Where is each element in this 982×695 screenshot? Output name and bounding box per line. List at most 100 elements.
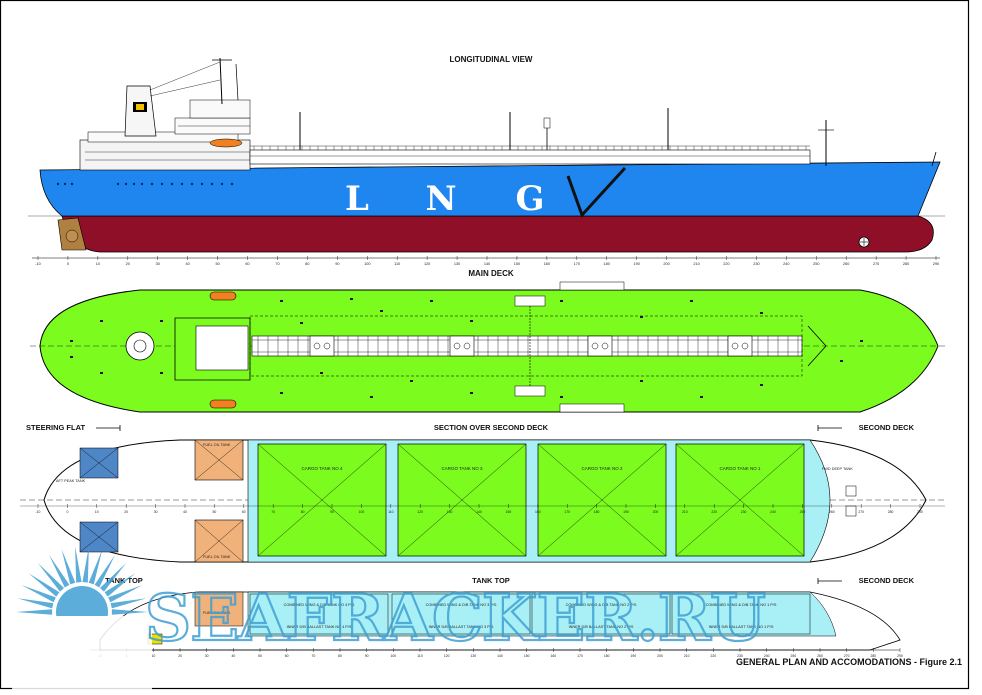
frame-number: 110	[417, 654, 423, 658]
frame-number: 160	[544, 262, 550, 266]
hull-letter-n: N	[425, 179, 456, 219]
tank-top-plan: FUEL OIL TANK COMBINED WING & D/B TANK N…	[90, 591, 903, 658]
frame-number: 50	[215, 262, 219, 266]
frame-number: 60	[245, 262, 249, 266]
frame-number: 260	[817, 654, 823, 658]
lifeboat	[209, 138, 243, 148]
frame-number: 20	[124, 510, 128, 514]
frame-number: 290	[897, 654, 903, 658]
frame-number: 280	[903, 262, 909, 266]
watermark: SEAFRACKER.RU	[12, 546, 767, 695]
watermark-sun-icon	[12, 546, 152, 695]
frame-number: 120	[417, 510, 423, 514]
tank-top-cell-label: COMBINED WING & D/B TANK NO 2 P/S	[566, 603, 637, 607]
frame-number: 10	[151, 654, 155, 658]
frame-number: 150	[524, 654, 530, 658]
frame-number: 190	[623, 510, 629, 514]
frame-number: 90	[335, 262, 339, 266]
frame-number: 190	[633, 262, 639, 266]
manifold-starboard	[514, 385, 546, 397]
frame-number: 200	[663, 262, 669, 266]
frame-number: 50	[258, 654, 262, 658]
tank-dome	[309, 335, 335, 357]
frame-number: 260	[829, 510, 835, 514]
frame-number: 200	[653, 510, 659, 514]
frame-number: 40	[186, 262, 190, 266]
tank-top-label-center: TANK TOP	[472, 576, 510, 585]
steering-flat-label: STEERING FLAT	[26, 423, 85, 432]
frame-number: 100	[359, 510, 365, 514]
frame-number: -10	[35, 262, 41, 266]
frame-number: 290	[933, 262, 939, 266]
tank-top-cell	[391, 593, 531, 635]
frame-number: 280	[870, 654, 876, 658]
frame-number: 110	[394, 262, 400, 266]
frame-number: 0	[66, 510, 68, 514]
frame-number: 220	[710, 654, 716, 658]
main-deck-piperack	[251, 335, 803, 357]
frame-number: 210	[684, 654, 690, 658]
second-deck-label-2: SECOND DECK	[859, 576, 915, 585]
deckhouse	[195, 325, 249, 371]
frame-number: 220	[723, 262, 729, 266]
frame-number: 130	[470, 654, 476, 658]
propeller	[65, 229, 79, 243]
lifeboat-port	[209, 291, 237, 301]
frame-number: 230	[737, 654, 743, 658]
frame-number: 230	[741, 510, 747, 514]
frame-number: 20	[126, 262, 130, 266]
frame-number: 140	[484, 262, 490, 266]
frame-number: -10	[36, 510, 41, 514]
hull-bottom	[61, 215, 934, 253]
frame-number: 130	[454, 262, 460, 266]
main-deck-plan	[30, 281, 945, 413]
frame-number: 30	[156, 262, 160, 266]
main-mast	[219, 57, 223, 105]
frame-number: 190	[630, 654, 636, 658]
frame-number: 160	[550, 654, 556, 658]
hull-letter-l: L	[345, 179, 369, 219]
frame-number: 130	[447, 510, 453, 514]
frame-number: 230	[753, 262, 759, 266]
frame-number: 0	[67, 262, 69, 266]
lifeboat-starboard	[209, 399, 237, 409]
frame-number: 100	[364, 262, 370, 266]
manifold-crane	[566, 166, 627, 218]
frame-number: 150	[506, 510, 512, 514]
inner-ballast-label: INNER D/B BALLAST TANK NO 3 P/S	[429, 625, 494, 629]
frame-number: 210	[693, 262, 699, 266]
section-second-deck-title: SECTION OVER SECOND DECK	[434, 423, 549, 432]
frame-number: 240	[770, 510, 776, 514]
tank-top-cell	[671, 593, 811, 635]
frame-number: 270	[858, 510, 864, 514]
cargo-trunk	[249, 149, 811, 165]
inner-ballast-label: INNER D/B BALLAST TANK NO 1 P/S	[709, 625, 774, 629]
cargo-tank-label: CARGO TANK NO 3	[441, 466, 483, 471]
frame-number: 270	[844, 654, 850, 658]
frame-number: 140	[476, 510, 482, 514]
longitudinal-view-title: LONGITUDINAL VIEW	[450, 55, 533, 64]
tank-top-fuel	[194, 591, 244, 627]
frame-number: 220	[711, 510, 717, 514]
cargo-tank-label: CARGO TANK NO 2	[581, 466, 623, 471]
frame-number: 20	[178, 654, 182, 658]
frame-number: 200	[657, 654, 663, 658]
frame-number: 260	[843, 262, 849, 266]
frame-number: 250	[800, 510, 806, 514]
frame-number: 290	[917, 510, 923, 514]
hull-topsides	[39, 161, 941, 217]
frame-number: 30	[154, 510, 158, 514]
frame-number: 10	[96, 262, 100, 266]
frame-number: 270	[873, 262, 879, 266]
manifold-port	[514, 295, 546, 307]
wheelhouse	[189, 99, 251, 119]
frame-number: 60	[242, 510, 246, 514]
frame-number: 150	[514, 262, 520, 266]
frame-number: 100	[390, 654, 396, 658]
tank-top-cell-label: COMBINED WING & D/B TANK NO 1 P/S	[706, 603, 777, 607]
fuel-oil-tank-label-port: FUEL OIL TANK	[203, 443, 231, 447]
second-deck-label-1: SECOND DECK	[859, 423, 915, 432]
tank-top-cell	[531, 593, 671, 635]
frame-number: 160	[535, 510, 541, 514]
cargo-tank-label: CARGO TANK NO 1	[719, 466, 761, 471]
